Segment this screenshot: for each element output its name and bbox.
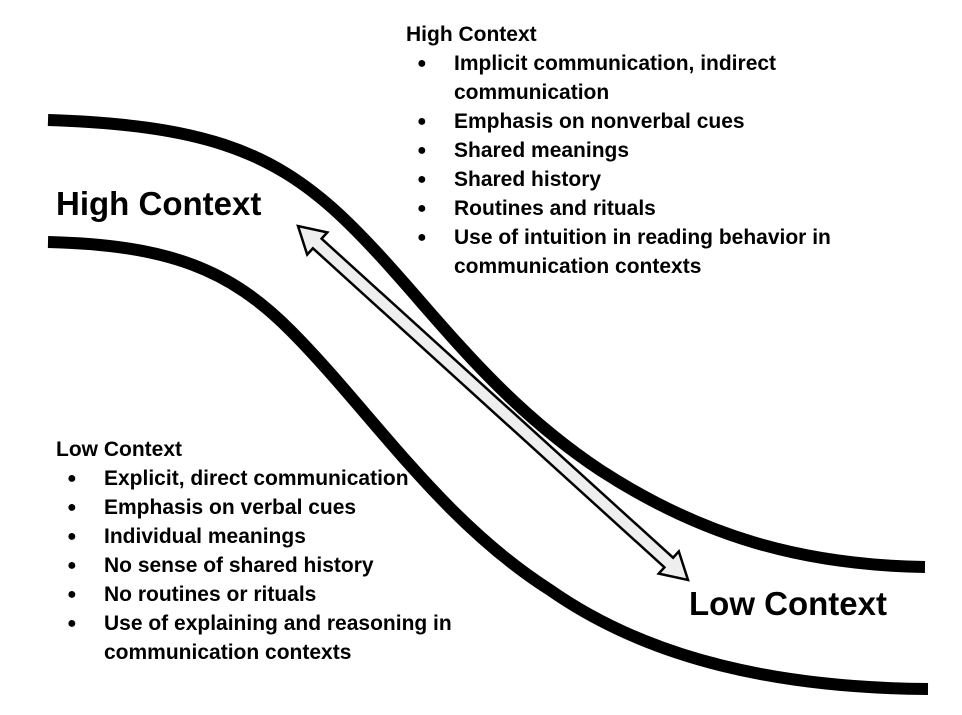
bullet-icon: ● xyxy=(417,113,427,130)
high-context-panel: High Context ●Implicit communication, in… xyxy=(406,20,876,281)
bullet-icon: ● xyxy=(417,55,427,72)
bullet-icon: ● xyxy=(67,528,77,545)
bullet-icon: ● xyxy=(417,142,427,159)
list-item: ●Emphasis on nonverbal cues xyxy=(406,107,876,136)
low-context-list: ●Explicit, direct communication ●Emphasi… xyxy=(56,464,526,667)
list-item: ●Implicit communication, indirect commun… xyxy=(406,49,876,107)
bullet-icon: ● xyxy=(417,171,427,188)
bullet-icon: ● xyxy=(417,229,427,246)
list-item: ●Emphasis on verbal cues xyxy=(56,493,526,522)
bullet-icon: ● xyxy=(67,586,77,603)
high-context-label: High Context xyxy=(56,185,262,222)
list-item: ●Routines and rituals xyxy=(406,194,876,223)
low-context-panel: Low Context ●Explicit, direct communicat… xyxy=(56,435,526,667)
lower-band-curve xyxy=(47,236,929,695)
list-item: ●Shared meanings xyxy=(406,136,876,165)
low-context-heading: Low Context xyxy=(56,438,182,461)
high-context-list: ●Implicit communication, indirect commun… xyxy=(406,49,876,281)
bullet-icon: ● xyxy=(67,470,77,487)
bullet-icon: ● xyxy=(67,499,77,516)
bullet-icon: ● xyxy=(417,200,427,217)
double-arrow-icon xyxy=(296,224,690,582)
list-item: ●Individual meanings xyxy=(56,522,526,551)
upper-band-curve xyxy=(47,114,926,573)
list-item: ●Shared history xyxy=(406,165,876,194)
list-item: ●No sense of shared history xyxy=(56,551,526,580)
low-context-label: Low Context xyxy=(689,585,887,622)
list-item: ●Use of intuition in reading behavior in… xyxy=(406,223,876,281)
list-item: ●No routines or rituals xyxy=(56,580,526,609)
bullet-icon: ● xyxy=(67,557,77,574)
high-context-heading: High Context xyxy=(406,23,537,46)
list-item: ●Use of explaining and reasoning in comm… xyxy=(56,609,526,667)
bullet-icon: ● xyxy=(67,615,77,632)
list-item: ●Explicit, direct communication xyxy=(56,464,526,493)
